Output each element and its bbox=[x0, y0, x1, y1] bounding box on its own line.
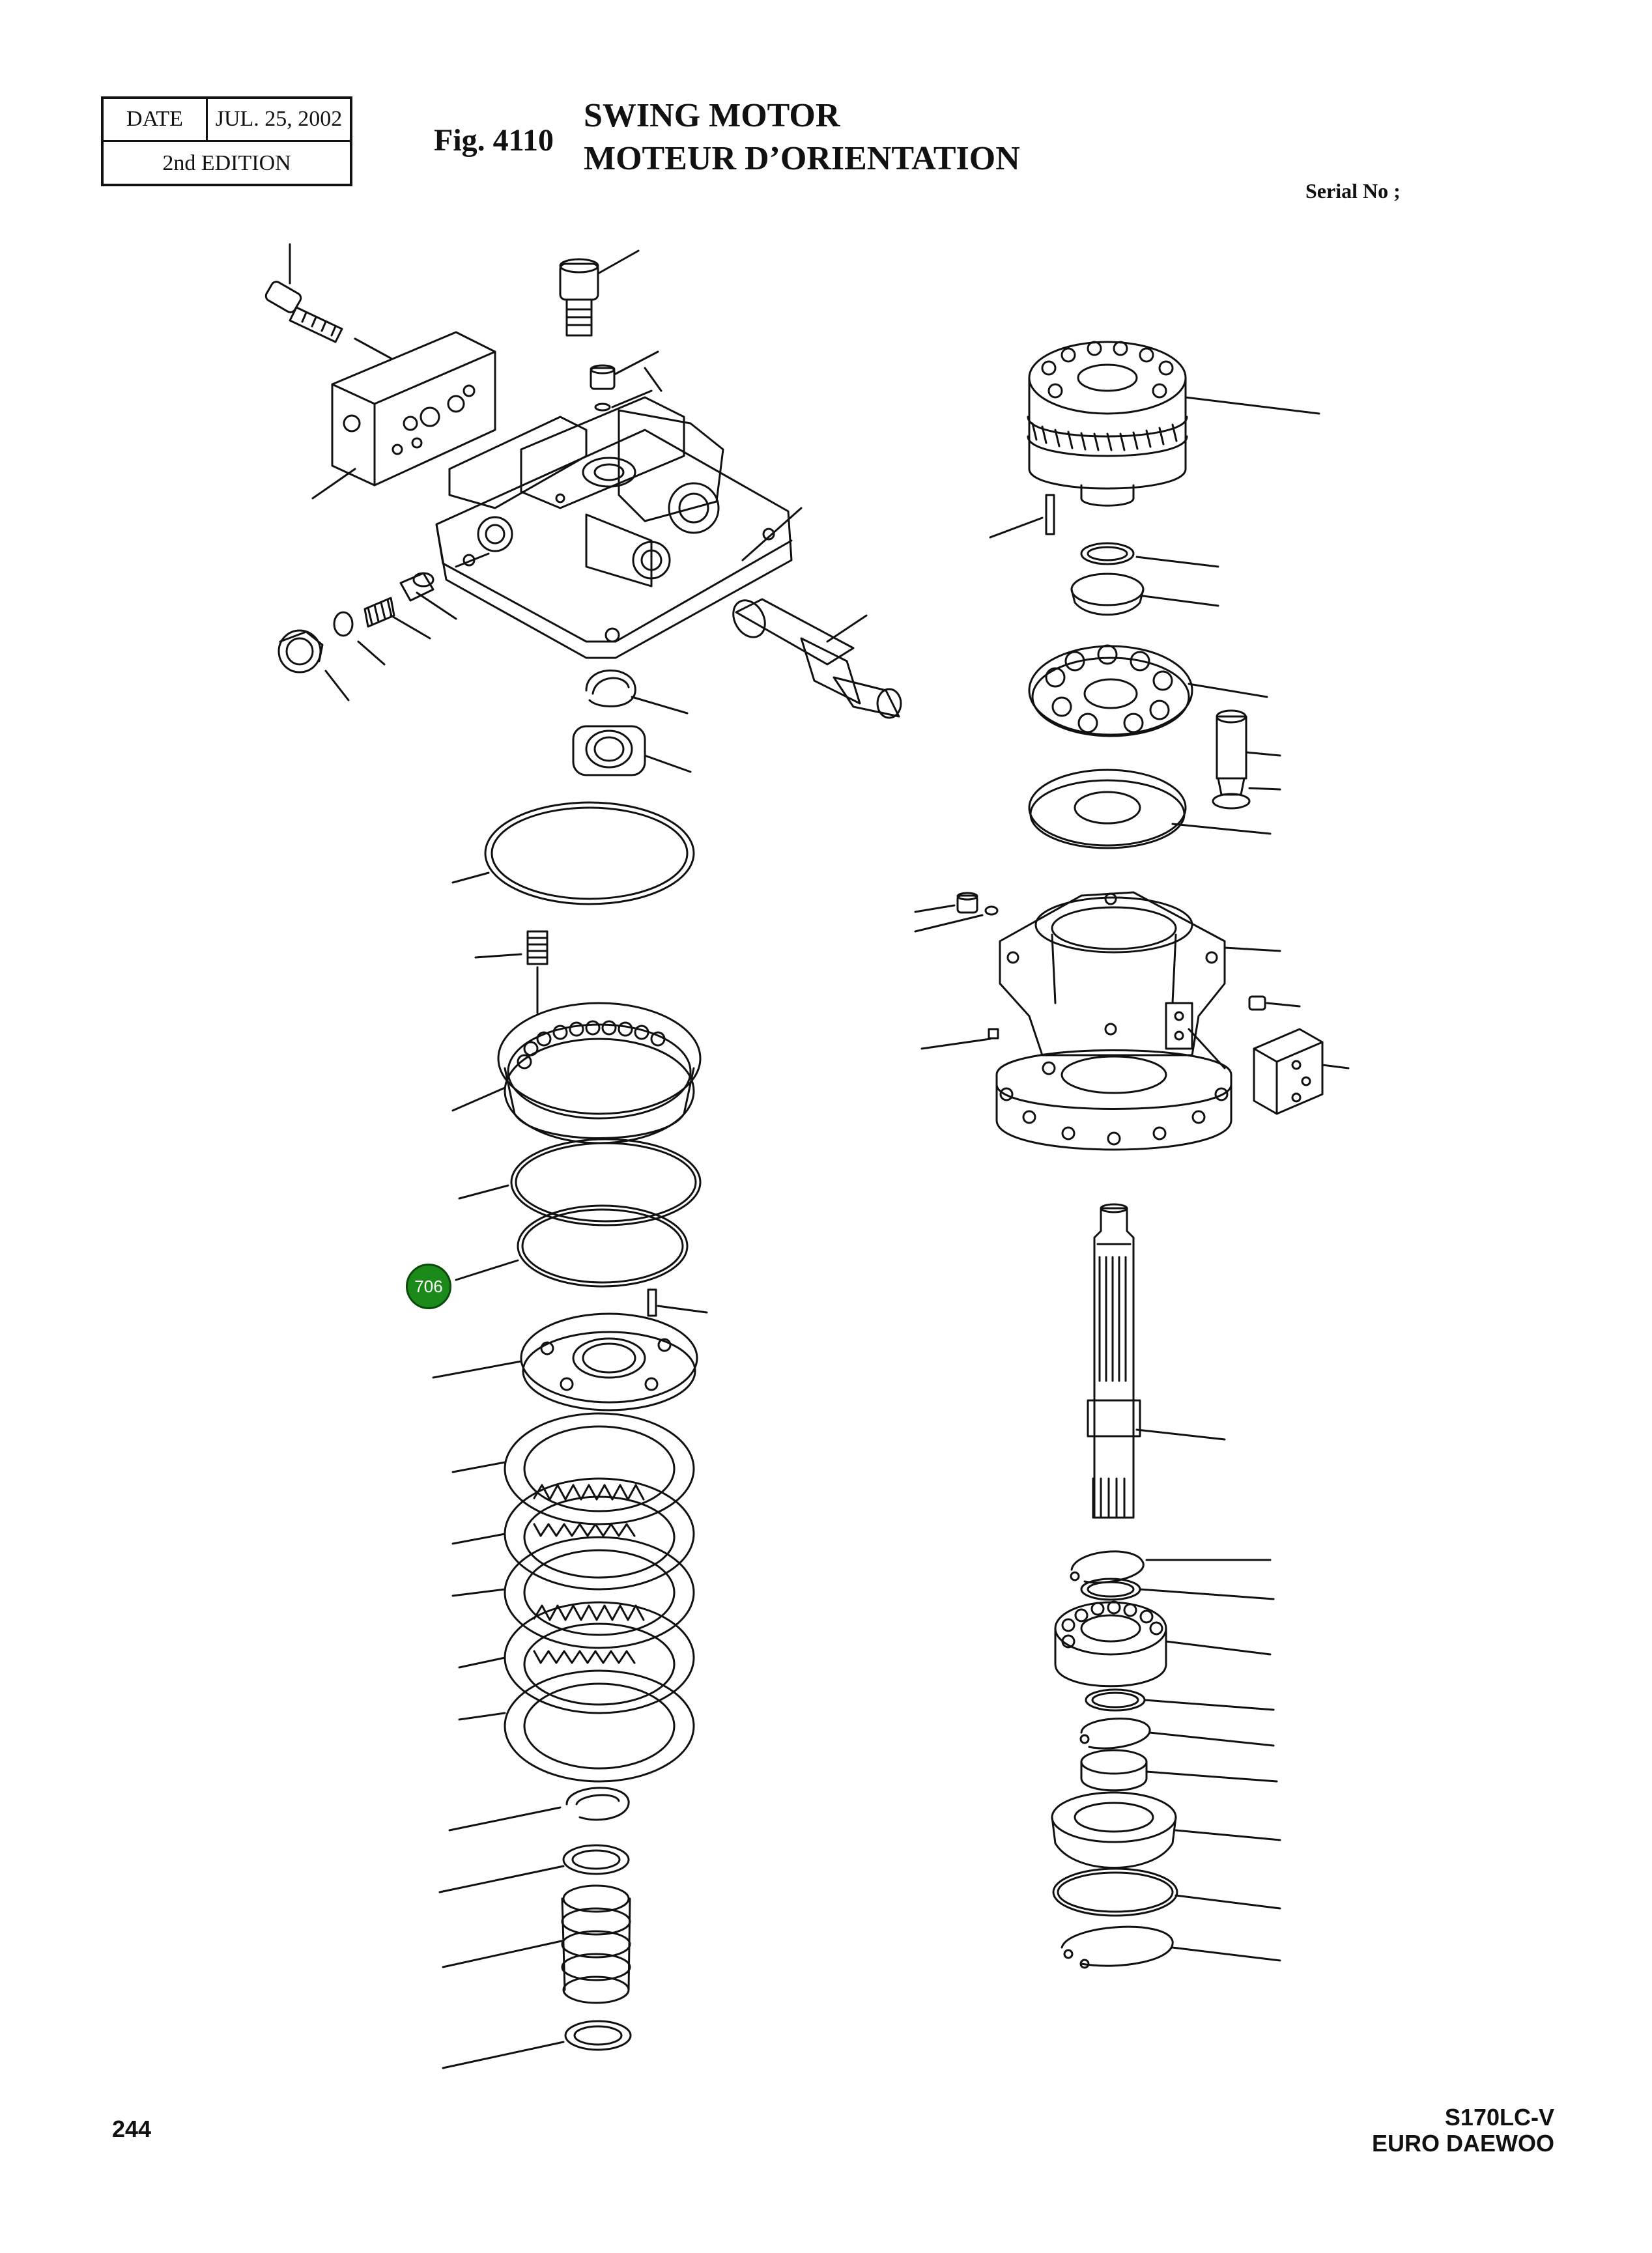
brand-name: EURO DAEWOO bbox=[1371, 2130, 1554, 2157]
spring-seat-lower bbox=[443, 2021, 631, 2068]
snap-ring-upper bbox=[586, 670, 687, 713]
title-english: SWING MOTOR bbox=[584, 97, 840, 134]
snap-ring-shaft-lower bbox=[1081, 1719, 1274, 1749]
o-ring-large-upper bbox=[453, 802, 694, 904]
snap-ring-shaft bbox=[1071, 1552, 1270, 1583]
socket-head-bolt bbox=[560, 251, 638, 335]
retainer-plate-small bbox=[1072, 574, 1218, 615]
valve-casing bbox=[436, 368, 801, 658]
plug-small bbox=[591, 352, 658, 410]
page-number: 244 bbox=[112, 2116, 152, 2142]
snap-ring-bottom bbox=[1062, 1927, 1280, 1968]
needle-bearing bbox=[573, 726, 691, 775]
drive-shaft bbox=[1088, 1204, 1225, 1518]
casing-fitting bbox=[989, 1003, 1225, 1068]
date-row: DATE JUL. 25, 2002 bbox=[104, 99, 350, 142]
friction-plate-3 bbox=[459, 1671, 694, 1781]
date-value: JUL. 25, 2002 bbox=[215, 107, 343, 131]
model-name: S170LC-V bbox=[1444, 2104, 1554, 2131]
valve-spool bbox=[727, 595, 901, 718]
brake-spring bbox=[443, 1886, 630, 2003]
pin bbox=[648, 1290, 707, 1316]
roller-bearing bbox=[1055, 1602, 1270, 1686]
side-valve-block bbox=[1254, 1029, 1348, 1114]
collar-lower bbox=[1081, 1750, 1277, 1791]
date-edition-box: DATE JUL. 25, 2002 2nd EDITION bbox=[101, 96, 352, 186]
separator-plate-2 bbox=[459, 1602, 694, 1713]
friction-plate-1 bbox=[453, 1413, 694, 1524]
edition-label: 2nd EDITION bbox=[162, 151, 291, 175]
title-french: MOTEUR D’ORIENTATION bbox=[584, 140, 1020, 177]
spherical-bushing bbox=[1081, 543, 1218, 567]
spring-seat-upper bbox=[440, 1845, 629, 1892]
collar-middle bbox=[1086, 1690, 1274, 1710]
collar-upper bbox=[1081, 1579, 1274, 1600]
retainer-plate bbox=[1029, 645, 1267, 736]
o-ring-lower bbox=[1053, 1869, 1280, 1916]
figure-number: Fig. 4110 bbox=[434, 123, 554, 158]
brake-plate bbox=[433, 1314, 697, 1410]
serial-number-label: Serial No ; bbox=[1305, 179, 1401, 203]
thrust-plate bbox=[1029, 770, 1270, 848]
friction-plate-2 bbox=[453, 1537, 694, 1648]
date-label: DATE bbox=[104, 99, 208, 140]
guide-pin bbox=[990, 495, 1054, 537]
piston bbox=[1213, 711, 1280, 808]
plug-casing bbox=[915, 893, 997, 931]
spring-small bbox=[476, 931, 547, 1013]
ball-bearing-ring bbox=[453, 1003, 700, 1143]
separator-plate-1 bbox=[453, 1479, 694, 1589]
cylinder-block bbox=[1028, 342, 1319, 505]
relief-valve-block bbox=[313, 332, 495, 498]
plug-assembly bbox=[279, 554, 489, 700]
o-ring-pair bbox=[456, 1139, 700, 1286]
cap-screw-long bbox=[264, 244, 342, 342]
snap-ring-lower bbox=[449, 1788, 629, 1830]
motor-casing bbox=[922, 892, 1280, 1150]
oil-seal bbox=[1052, 1792, 1280, 1868]
callout-706[interactable]: 706 bbox=[406, 1264, 451, 1309]
plug-side bbox=[1249, 997, 1300, 1010]
